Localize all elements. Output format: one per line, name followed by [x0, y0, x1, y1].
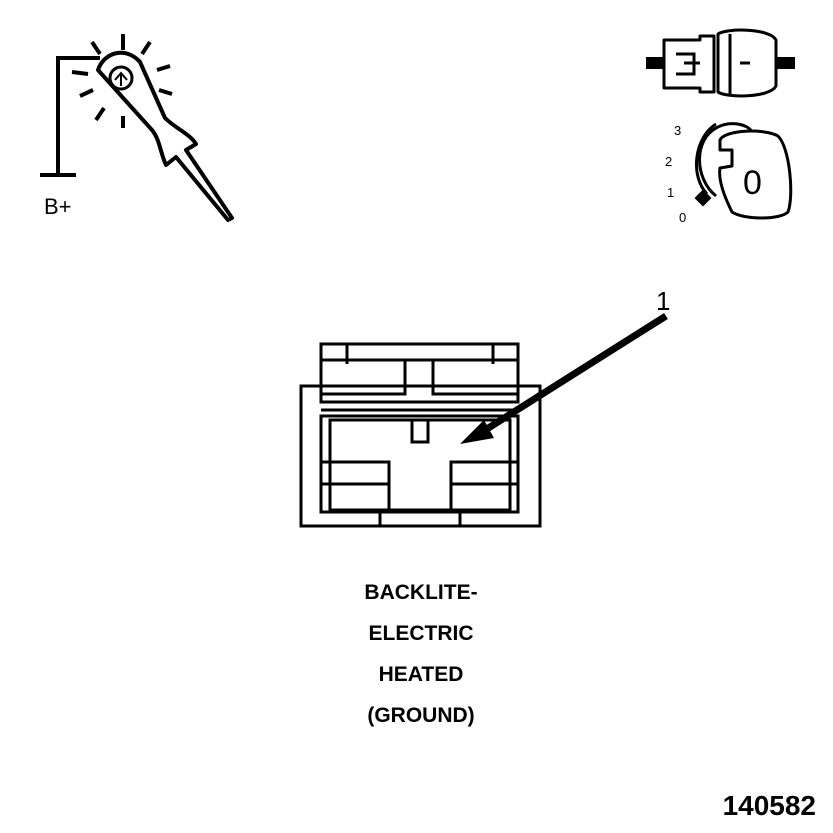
supply-label: B+: [44, 194, 72, 219]
ignition-position-2: 2: [665, 154, 672, 169]
caption-line-2: ELECTRIC: [369, 622, 474, 645]
test-light-icon: [40, 34, 234, 222]
ignition-position-3: 3: [674, 123, 681, 138]
light-rays-icon: [71, 34, 173, 128]
caption-line-4: (GROUND): [367, 704, 474, 727]
ignition-position-1: 1: [667, 185, 674, 200]
ignition-position-0: 0: [679, 210, 686, 225]
caption-line-3: HEATED: [379, 663, 464, 686]
terminal-caption: BACKLITE- ELECTRIC HEATED (GROUND): [364, 581, 477, 727]
ignition-switch-icon: [694, 122, 793, 220]
ignition-key-label: 0: [743, 164, 762, 202]
callout-arrow: [460, 313, 668, 444]
caption-line-1: BACKLITE-: [364, 581, 477, 604]
connector-face: [299, 342, 542, 528]
figure-number: 140582: [723, 790, 816, 821]
callout-number: 1: [656, 286, 670, 316]
connector-pair-icon: [646, 28, 795, 98]
